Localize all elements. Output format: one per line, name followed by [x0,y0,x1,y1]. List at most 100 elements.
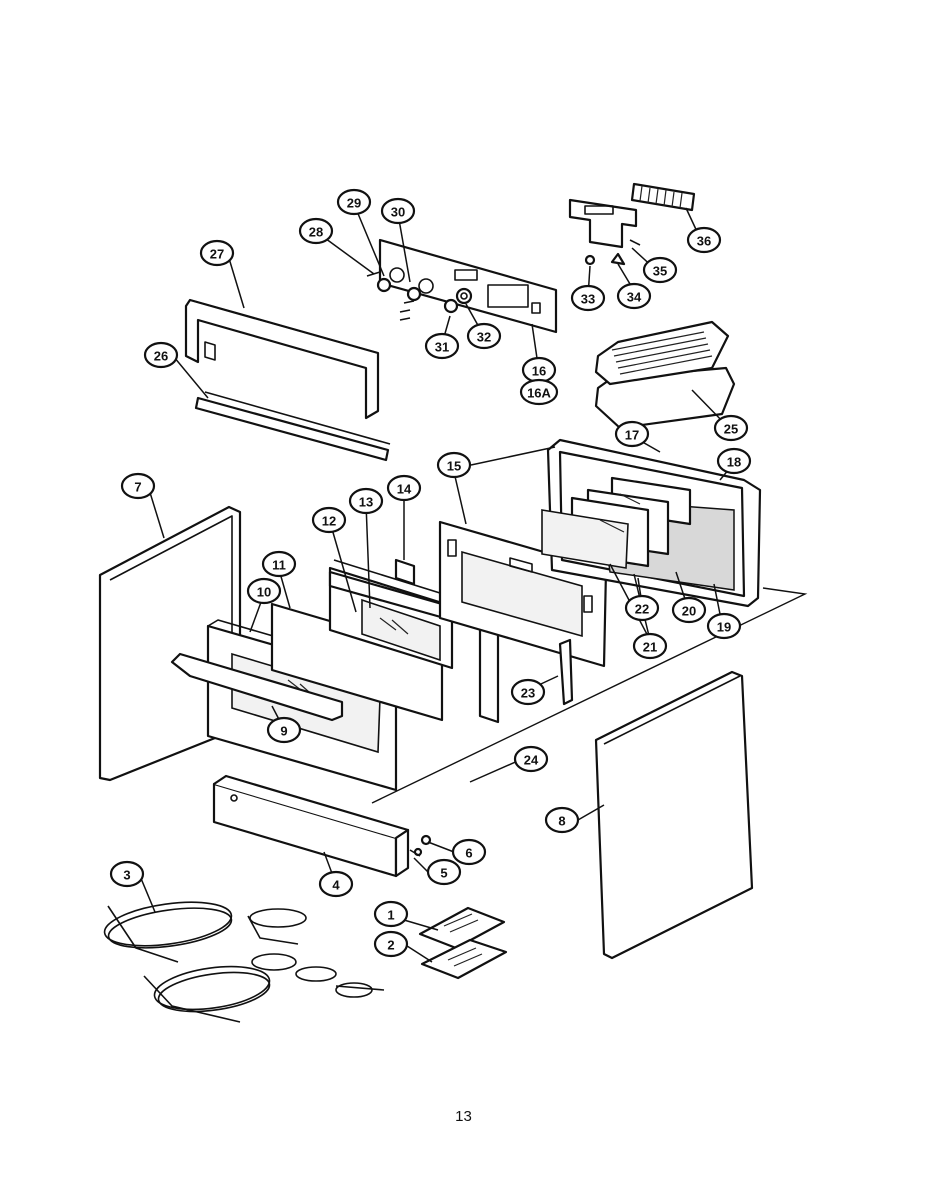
callout-29: 29 [336,188,372,216]
callout-number: 21 [643,640,657,655]
callout-number: 7 [134,480,141,495]
callout-number: 1 [387,908,394,923]
callout-bubble [570,284,606,312]
callout-bubble [266,716,302,744]
callout-bubble [109,860,145,888]
callout-bubble [298,217,334,245]
part-storage-drawer [212,774,410,878]
callout-bubble [671,596,707,624]
callout-number: 8 [558,814,565,829]
callout-number: 3 [123,868,130,883]
callout-number: 16 [532,364,546,379]
callout-27: 27 [199,239,235,267]
callout-number: 12 [322,514,336,529]
callout-5: 5 [426,858,462,886]
callout-bubble [513,745,549,773]
callout-number: 33 [581,292,595,307]
part-control-panel [378,238,558,334]
callout-bubble [426,858,462,886]
callout-26: 26 [143,341,179,369]
callout-bubble [614,420,650,448]
callout-bubble [706,612,742,640]
callout-30: 30 [380,197,416,225]
callout-35: 35 [642,256,678,284]
callout-bubble [120,472,156,500]
callout-25: 25 [713,414,749,442]
callout-bubble [624,594,660,622]
callout-2: 2 [373,930,409,958]
callout-number: 11 [272,558,286,573]
callout-bubble [336,188,372,216]
callout-13: 13 [348,487,384,515]
callout-22: 22 [624,594,660,622]
callout-number: 14 [397,482,412,497]
callout-28: 28 [298,217,334,245]
callout-number: 10 [257,585,271,600]
callout-24: 24 [513,745,549,773]
callout-3: 3 [109,860,145,888]
callout-11: 11 [261,550,297,578]
callout-number: 19 [717,620,731,635]
callout-6: 6 [451,838,487,866]
callout-number: 13 [359,495,373,510]
callout-bubble [373,900,409,928]
part-channel [194,391,391,462]
callout-7: 7 [120,472,156,500]
callout-12: 12 [311,506,347,534]
callout-number: 6 [465,846,472,861]
callout-number: 26 [154,349,168,364]
callout-number: 24 [524,753,539,768]
callout-16a: 16A [519,378,559,406]
part-wire-rings [103,901,385,1023]
callout-number: 23 [521,686,535,701]
callout-1: 1 [373,900,409,928]
callout-number: 32 [477,330,491,345]
callout-18: 18 [716,447,752,475]
callout-10: 10 [246,577,282,605]
callout-number: 34 [627,290,642,305]
callout-bubble [386,474,422,502]
callout-bubble [510,678,546,706]
callout-31: 31 [424,332,460,360]
callout-bubble [713,414,749,442]
callout-21: 21 [632,632,668,660]
part-door-hinge [558,638,574,706]
callout-bubble [616,282,652,310]
callout-17: 17 [614,420,650,448]
callout-9: 9 [266,716,302,744]
callout-19: 19 [706,612,742,640]
callout-bubble [544,806,580,834]
callout-bubble [424,332,460,360]
callout-bubble [199,239,235,267]
callout-bubble [436,451,472,479]
page-number: 13 [455,1108,472,1125]
callout-number: 27 [210,247,224,262]
callout-number: 5 [440,866,447,881]
callout-33: 33 [570,284,606,312]
part-fasteners [409,834,432,857]
callout-number: 22 [635,602,649,617]
callout-number: 25 [724,422,738,437]
callout-number: 20 [682,604,696,619]
callout-23: 23 [510,678,546,706]
callout-number: 18 [727,455,741,470]
part-backguard-trim [184,298,380,420]
callout-bubble [519,378,559,406]
callout-bubble [318,870,354,898]
callout-32: 32 [466,322,502,350]
callout-number: 2 [387,938,394,953]
callout-bubble [642,256,678,284]
part-right-side-panel [594,670,754,960]
callout-20: 20 [671,596,707,624]
callout-number: 15 [447,459,461,474]
callout-number: 30 [391,205,405,220]
part-broiler-pan [594,320,736,430]
callout-number: 4 [332,878,340,893]
callout-number: 31 [435,340,449,355]
callout-number: 9 [280,724,287,739]
part-oven-window-assembly [541,438,762,608]
callout-36: 36 [686,226,722,254]
callout-number: 16A [527,386,551,401]
callout-8: 8 [544,806,580,834]
